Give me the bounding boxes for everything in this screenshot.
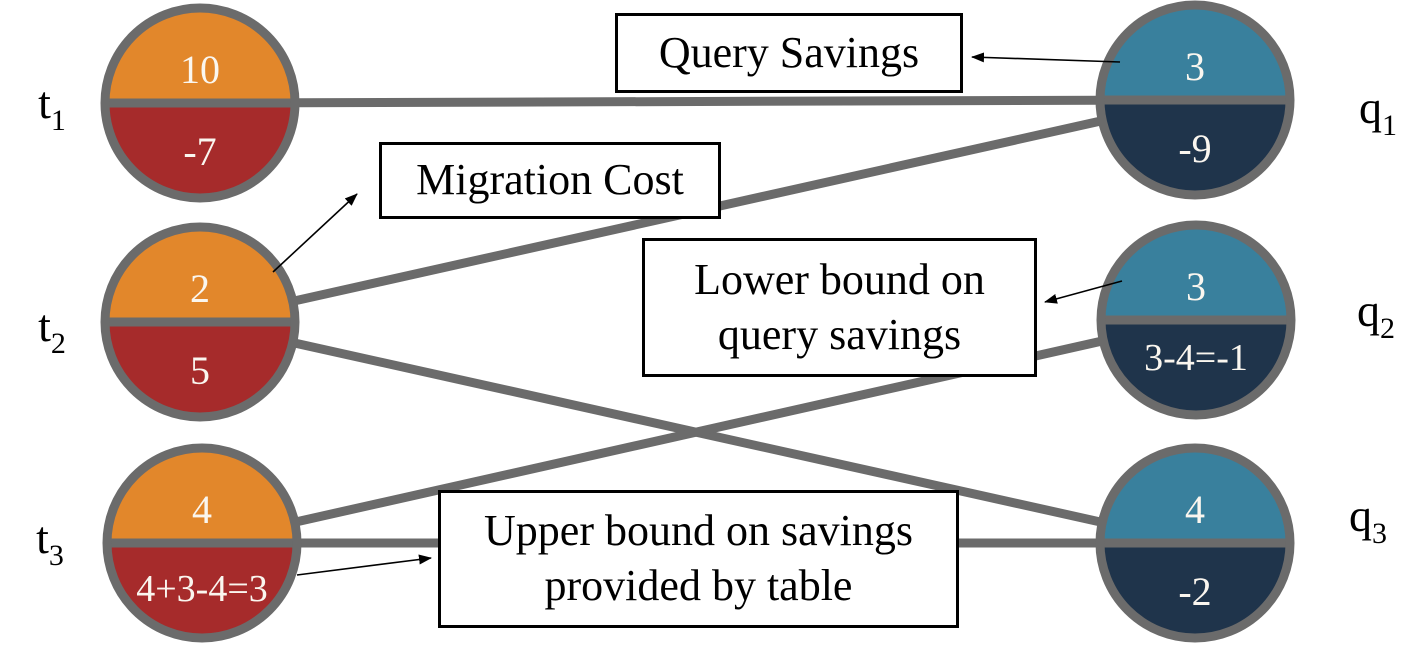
label-q2: q2 (1357, 285, 1395, 345)
q1-bottom-half (1100, 100, 1290, 195)
q3-top-value: 4 (1185, 487, 1205, 532)
node-labels: t1 t2 t3 q1 q2 q3 (36, 77, 1397, 572)
annotation-query-savings-text: Query Savings (658, 27, 920, 77)
q3-bottom-value: -2 (1178, 569, 1211, 614)
annotation-lower-bound-line2: query savings (717, 309, 962, 359)
t1-top-half (105, 8, 295, 103)
annotation-upper-bound-line1: Upper bound on savings (484, 506, 913, 556)
q2-border (1096, 220, 1296, 420)
annotation-upper-bound: Upper bound on savings provided by table (438, 490, 959, 628)
annotation-migration-cost: Migration Cost (379, 142, 721, 219)
node-t2: 2 5 (100, 222, 300, 422)
q1-bottom-value: -9 (1178, 126, 1211, 171)
edge-t1-q1 (199, 95, 1196, 108)
t1-border (100, 3, 300, 203)
t1-top-value: 10 (180, 47, 220, 92)
annotation-lower-bound-line1: Lower bound on (694, 254, 985, 304)
q2-top-value: 3 (1186, 264, 1206, 309)
t1-bottom-half (105, 103, 295, 198)
t3-top-half (107, 448, 297, 543)
arrow-migration-cost (272, 193, 358, 273)
label-q3: q3 (1349, 490, 1387, 550)
annotation-lower-bound: Lower bound on query savings (642, 238, 1037, 377)
q1-border (1095, 0, 1295, 200)
q3-top-half (1100, 448, 1290, 543)
t2-top-value: 2 (190, 266, 210, 311)
label-t1: t1 (38, 77, 66, 137)
t3-bottom-value: 4+3-4=3 (136, 568, 268, 610)
label-t3: t3 (36, 512, 64, 572)
t2-border (100, 222, 300, 422)
q2-bottom-value: 3-4=-1 (1144, 337, 1248, 379)
t2-bottom-value: 5 (190, 348, 210, 393)
node-q2: 3 3-4=-1 (1096, 220, 1296, 420)
node-q3: 4 -2 (1095, 443, 1295, 643)
t2-top-half (105, 227, 295, 322)
q3-border (1095, 443, 1295, 643)
t2-bottom-half (105, 322, 295, 417)
annotation-migration-cost-text: Migration Cost (416, 155, 684, 205)
q2-bottom-half (1101, 320, 1291, 415)
annotation-query-savings: Query Savings (615, 13, 963, 93)
callout-arrows (272, 52, 1123, 576)
arrow-query-savings (971, 52, 1121, 63)
label-t2: t2 (38, 300, 66, 360)
t3-top-value: 4 (192, 487, 212, 532)
q3-bottom-half (1100, 543, 1290, 638)
node-t3: 4 4+3-4=3 (102, 443, 302, 643)
node-q1: 3 -9 (1095, 0, 1295, 200)
t1-bottom-value: -7 (183, 129, 216, 174)
arrow-lower-bound (1044, 280, 1123, 304)
label-q1: q1 (1359, 82, 1397, 142)
t3-bottom-half (107, 543, 297, 638)
q1-top-value: 3 (1185, 44, 1205, 89)
annotation-upper-bound-line2: provided by table (544, 561, 853, 610)
q2-top-half (1101, 225, 1291, 320)
t3-border (102, 443, 302, 643)
node-t1: 10 -7 (100, 3, 300, 203)
arrow-upper-bound (296, 554, 432, 576)
q1-top-half (1100, 5, 1290, 100)
